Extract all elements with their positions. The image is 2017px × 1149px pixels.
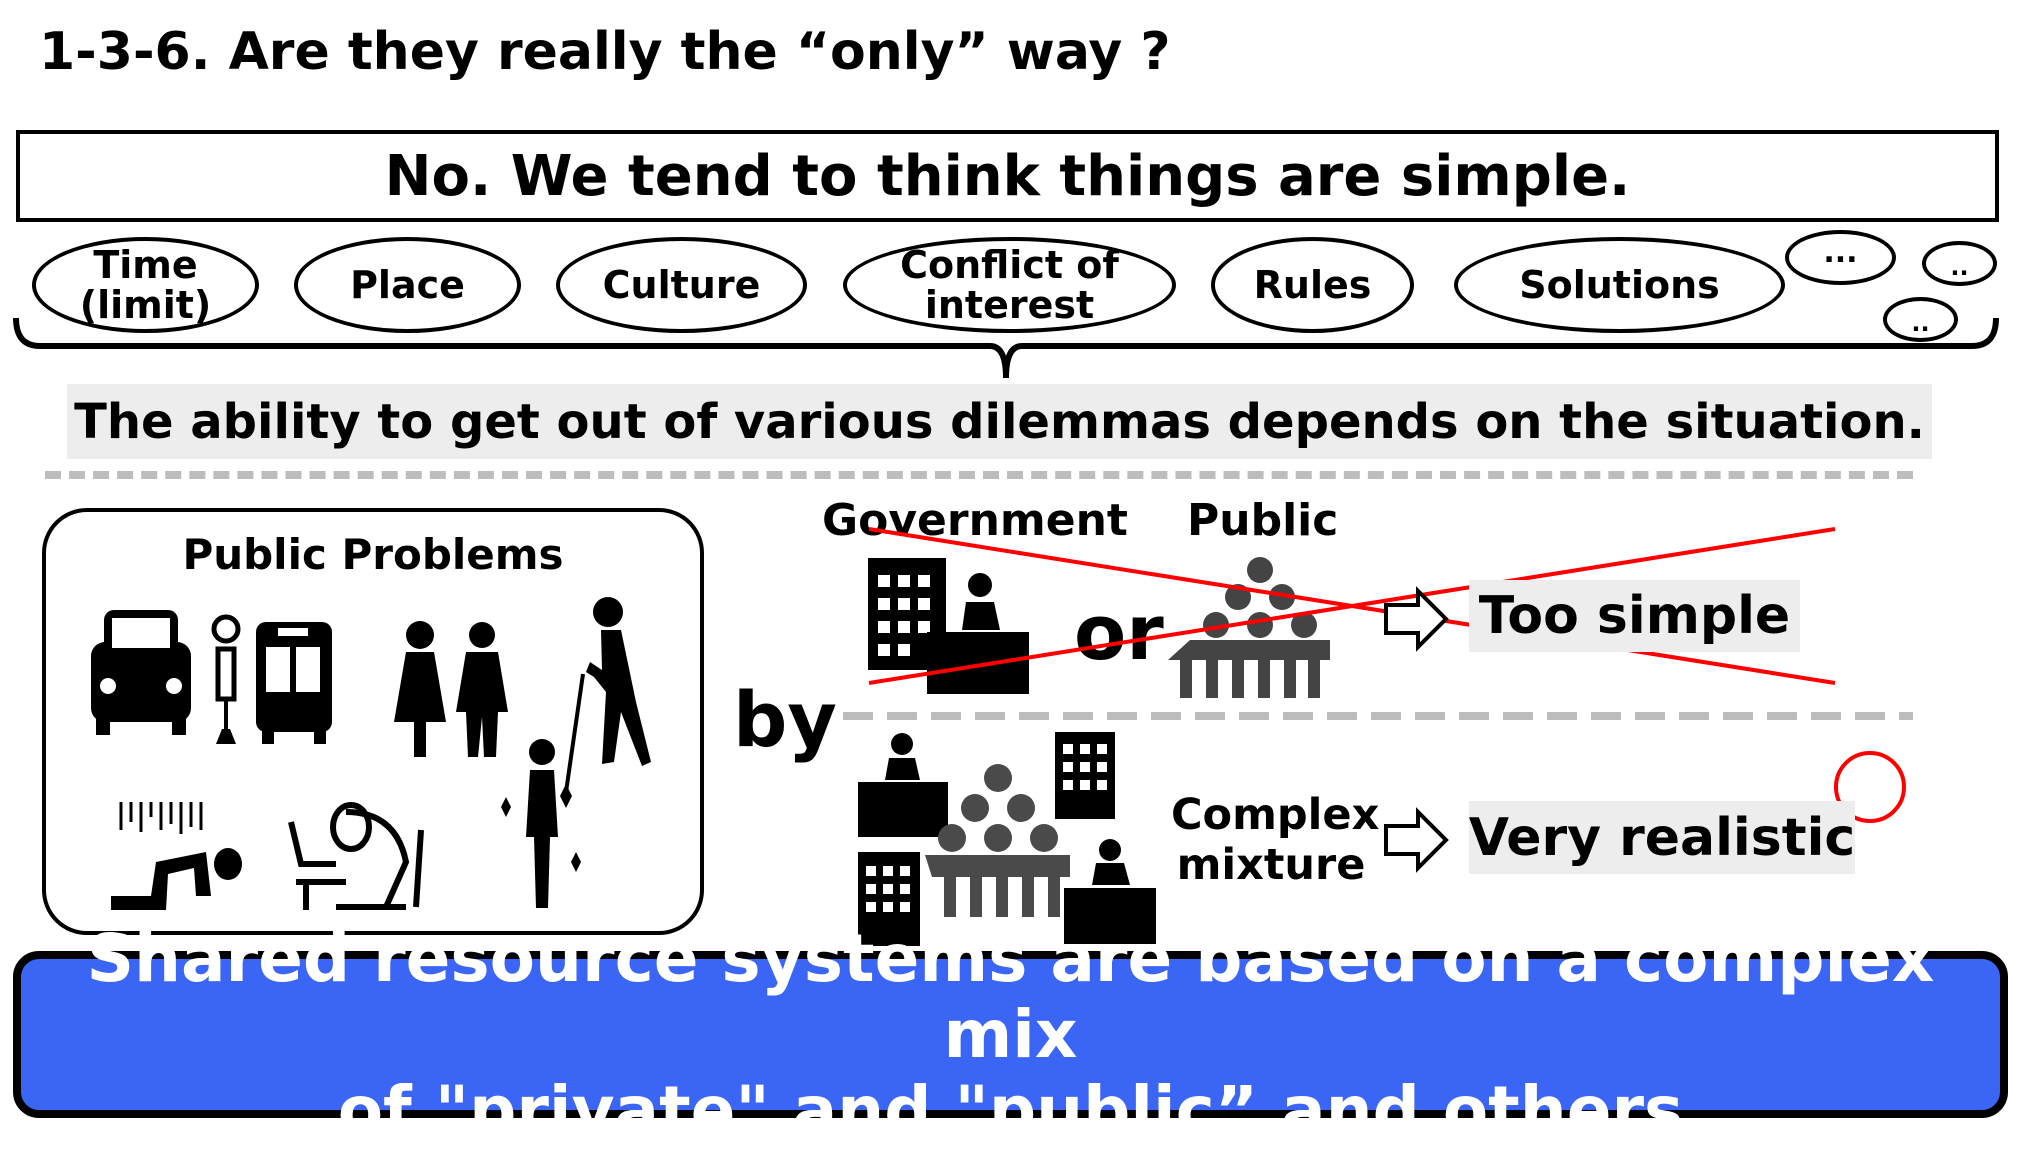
factor-conflict: Conflict of interest bbox=[843, 237, 1176, 333]
by-label: by bbox=[733, 675, 837, 764]
divider bbox=[45, 471, 1913, 479]
headline-box: No. We tend to think things are simple. bbox=[16, 130, 1999, 222]
factor-rules: Rules bbox=[1211, 237, 1414, 333]
factor-label: Rules bbox=[1253, 263, 1372, 307]
factor-label: Conflict of interest bbox=[900, 243, 1119, 327]
factor-place: Place bbox=[294, 237, 521, 333]
arrow-right-icon bbox=[1384, 586, 1449, 652]
government-label: Government bbox=[822, 495, 1128, 546]
public-problems-box: Public Problems bbox=[42, 508, 704, 935]
factor-label: ... bbox=[1823, 234, 1858, 270]
factor-more: ... bbox=[1785, 230, 1896, 285]
arrow-right-icon bbox=[1384, 807, 1449, 873]
public-problems-icons bbox=[91, 597, 651, 910]
banner-line1: Shared resource systems are based on a c… bbox=[86, 919, 1935, 1073]
too-simple-label: Too simple bbox=[1469, 580, 1800, 652]
complex-line2: mixture bbox=[1176, 840, 1366, 890]
factor-label: .. bbox=[1950, 252, 1969, 281]
slide-title: 1-3-6. Are they really the “only” way ? bbox=[39, 22, 1171, 82]
cross-line bbox=[868, 527, 1836, 685]
public-label: Public bbox=[1187, 495, 1339, 546]
mixture-icons bbox=[858, 732, 1156, 946]
factor-more: .. bbox=[1883, 297, 1958, 342]
factor-more: .. bbox=[1922, 241, 1997, 286]
headline-text: No. We tend to think things are simple. bbox=[384, 143, 1631, 209]
complex-line1: Complex bbox=[1171, 790, 1380, 840]
very-realistic-label: Very realistic bbox=[1469, 801, 1855, 874]
conclusion-banner: Shared resource systems are based on a c… bbox=[13, 920, 2008, 1148]
elderly-person-icon bbox=[560, 597, 651, 808]
public-problems-title: Public Problems bbox=[182, 530, 564, 579]
banner-line2: of "private" and "public” and others bbox=[337, 1071, 1684, 1149]
complex-mixture-label: Complex mixture bbox=[1171, 790, 1380, 890]
correct-circle-icon bbox=[1834, 751, 1906, 823]
children-icon bbox=[394, 621, 508, 757]
factor-time: Time (limit) bbox=[32, 237, 259, 333]
factor-label: Place bbox=[350, 263, 465, 307]
factor-culture: Culture bbox=[556, 237, 807, 333]
or-label: or bbox=[1074, 588, 1164, 677]
factor-label: Time (limit) bbox=[79, 243, 212, 327]
bus-stop-icon bbox=[211, 614, 241, 744]
factor-label: Culture bbox=[602, 263, 761, 307]
exhausted-person-icon bbox=[111, 802, 242, 910]
curly-brace bbox=[13, 317, 1999, 379]
ability-text: The ability to get out of various dilemm… bbox=[67, 384, 1932, 459]
factor-label: Solutions bbox=[1519, 263, 1720, 307]
tired-worker-icon bbox=[288, 802, 424, 910]
official-at-desk-icon bbox=[927, 573, 1029, 694]
car-icon bbox=[91, 610, 191, 735]
businessman-icon bbox=[501, 739, 581, 908]
bus-icon bbox=[256, 622, 332, 744]
crowd-icon bbox=[1168, 557, 1330, 698]
factor-solutions: Solutions bbox=[1454, 237, 1785, 333]
factor-label: .. bbox=[1911, 308, 1930, 337]
